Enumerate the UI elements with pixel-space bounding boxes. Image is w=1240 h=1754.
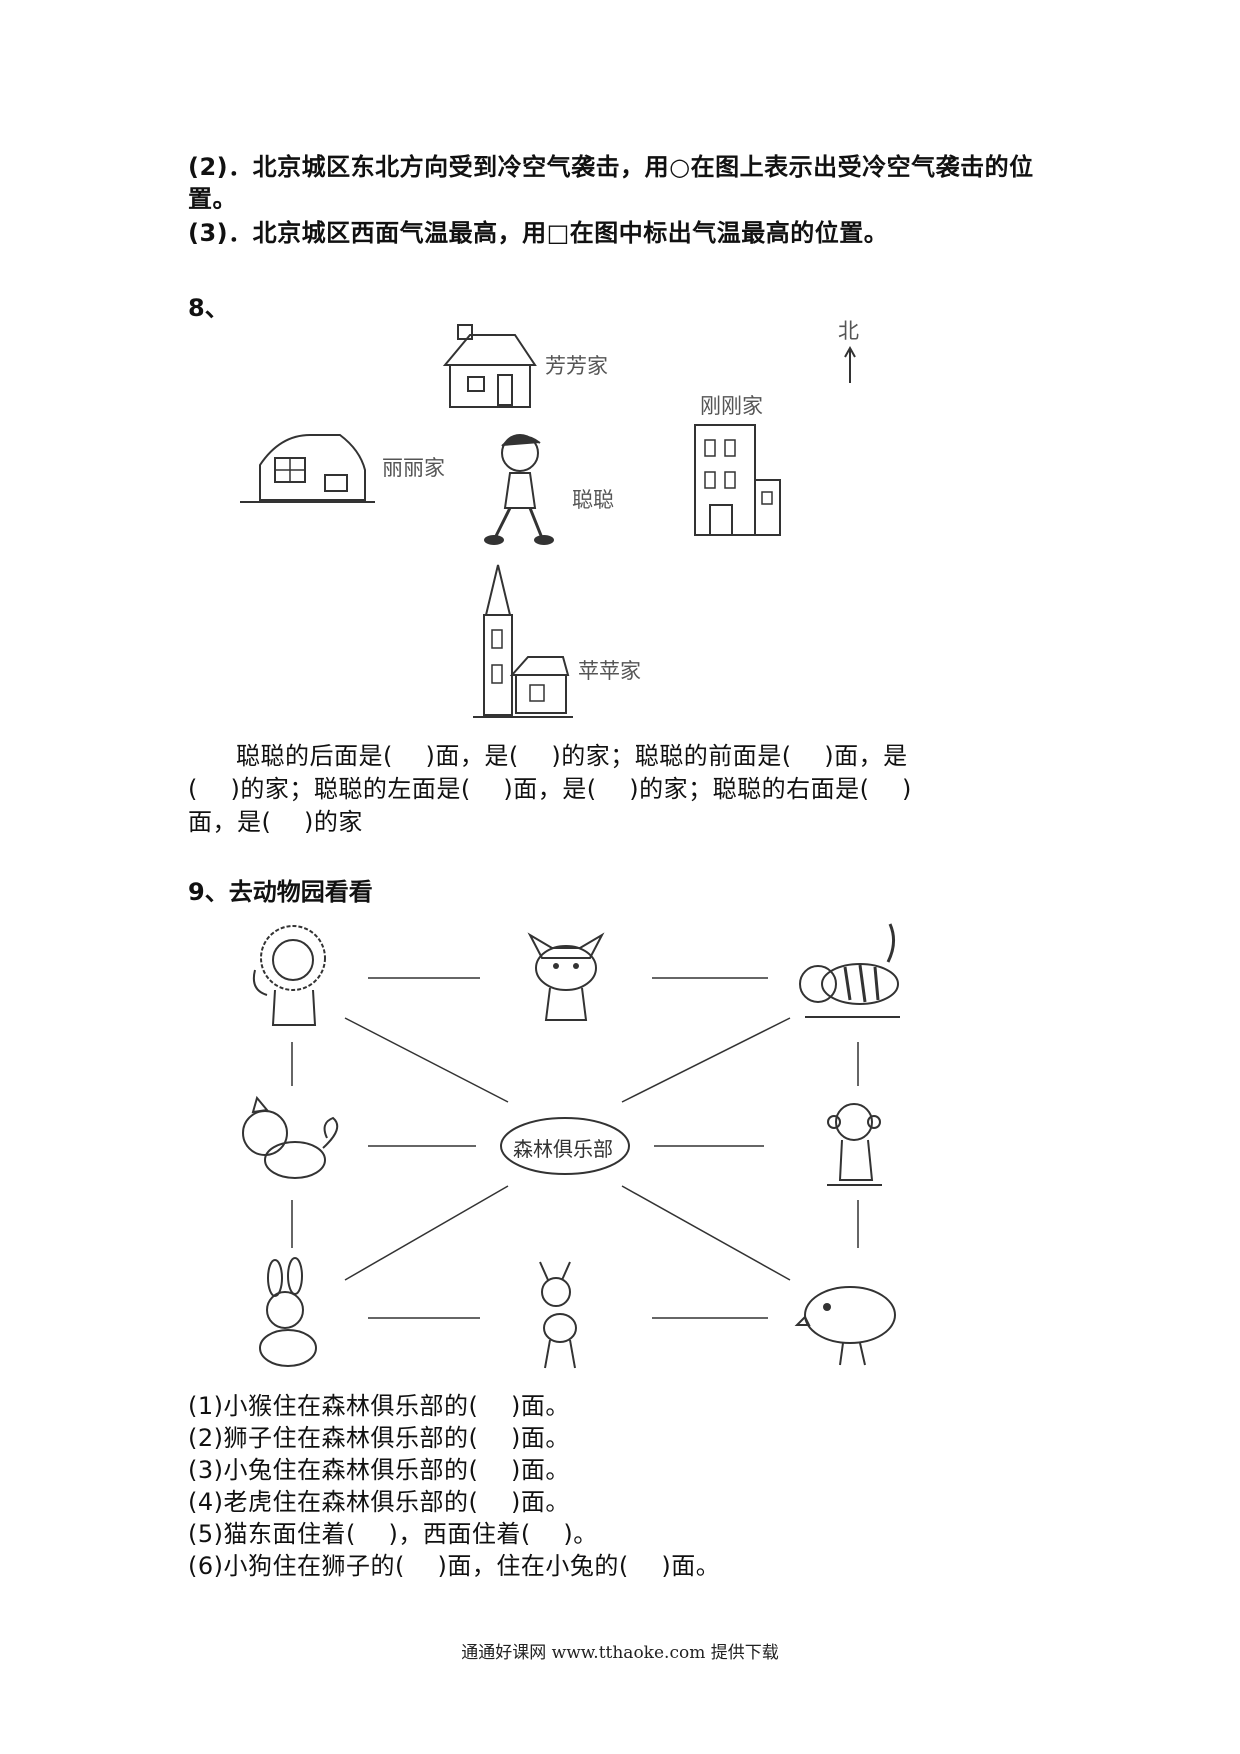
lili-house-icon bbox=[240, 434, 375, 503]
q2-line2: 置。 bbox=[188, 185, 237, 213]
s9-question-5: (5)猫东面住着( )，西面住着( )。 bbox=[188, 1520, 598, 1548]
q2-line1: (2)．北京城区东北方向受到冷空气袭击，用○在图上表示出受冷空气袭击的位 bbox=[188, 153, 1034, 181]
s8-question-line2: ( )的家；聪聪的左面是( )面，是( )的家；聪聪的右面是( ) bbox=[188, 775, 912, 803]
s8-question-line3: 面，是( )的家 bbox=[188, 808, 363, 836]
lili-label: 丽丽家 bbox=[382, 456, 445, 480]
ganggang-building-icon bbox=[694, 424, 781, 536]
section8-heading: 8、 bbox=[188, 294, 229, 322]
s9-question-1: (1)小猴住在森林俱乐部的( )面。 bbox=[188, 1392, 570, 1420]
rabbit-icon bbox=[259, 1257, 317, 1367]
congcong-boy-icon bbox=[484, 434, 554, 545]
s9-question-2: (2)狮子住在森林俱乐部的( )面。 bbox=[188, 1424, 570, 1452]
s9-question-4: (4)老虎住在森林俱乐部的( )面。 bbox=[188, 1488, 570, 1516]
ganggang-label: 刚刚家 bbox=[700, 394, 763, 418]
pingping-tower-icon bbox=[473, 564, 573, 718]
congcong-label: 聪聪 bbox=[572, 488, 614, 512]
monkey-icon bbox=[827, 1103, 882, 1186]
pingping-label: 苹苹家 bbox=[578, 659, 641, 683]
s8-question-line1: 聪聪的后面是( )面，是( )的家；聪聪的前面是( )面，是 bbox=[236, 742, 908, 770]
forest-club-ellipse bbox=[500, 1117, 630, 1175]
chick-icon bbox=[794, 1286, 896, 1366]
s9-question-3: (3)小兔住在森林俱乐部的( )面。 bbox=[188, 1456, 570, 1484]
section9-heading: 9、去动物园看看 bbox=[188, 878, 373, 906]
dog-icon bbox=[242, 1095, 339, 1179]
page-footer: 通通好课网 www.tthaoke.com 提供下载 bbox=[461, 1643, 779, 1663]
fangfang-label: 芳芳家 bbox=[545, 354, 608, 378]
deer-icon bbox=[539, 1261, 577, 1369]
north-arrow-icon bbox=[844, 345, 856, 383]
forest-club-label: 森林俱乐部 bbox=[513, 1137, 613, 1161]
q3-line: (3)．北京城区西面气温最高，用□在图中标出气温最高的位置。 bbox=[188, 219, 889, 247]
s9-question-6: (6)小狗住在狮子的( )面，住在小兔的( )面。 bbox=[188, 1552, 721, 1580]
north-label: 北 bbox=[838, 319, 859, 343]
fangfang-house-icon bbox=[442, 324, 537, 408]
cat-icon bbox=[527, 932, 605, 1021]
lion-icon bbox=[252, 925, 326, 1026]
tiger-icon bbox=[799, 923, 900, 1018]
